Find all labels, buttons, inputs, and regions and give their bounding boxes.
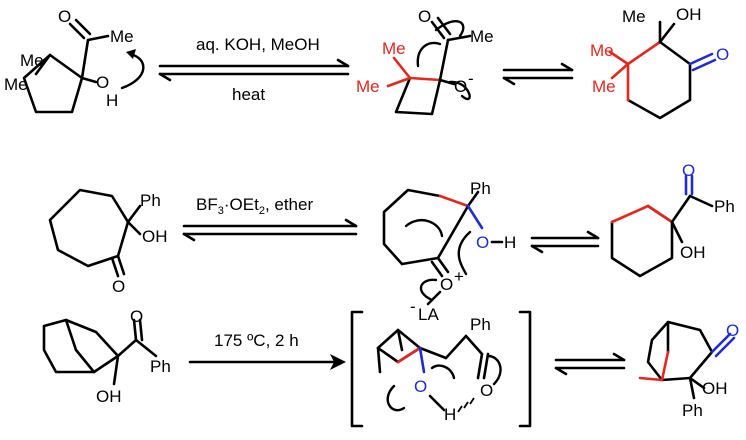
row2-product: O Ph OH — [610, 161, 735, 278]
row1-intermediate-ring — [394, 76, 442, 116]
row3-reactant-ph: Ph — [150, 357, 171, 376]
row2-reactant-ring — [48, 188, 130, 268]
row1-conditions-top: aq. KOH, MeOH — [196, 35, 320, 54]
row3-ts-ph: Ph — [470, 315, 491, 334]
row1-intermediate-curly-arrow-alkoxide — [448, 80, 471, 101]
row1-reactant-curly-arrow — [120, 52, 145, 90]
row3-ts-curly-arrow-2 — [430, 364, 456, 380]
row2-intermediate-o: O — [476, 233, 489, 252]
row3-transition-state: Ph O O H — [350, 310, 532, 428]
row3-reactant-o: O — [130, 307, 143, 326]
row2-intermediate-curly-arrow-2 — [457, 230, 472, 276]
row3-reactant-skeleton — [42, 318, 120, 374]
row3-reactant: O Ph OH — [42, 307, 171, 406]
row3-ts-curly-arrow-3 — [486, 354, 502, 386]
row1-product-me-red-1: Me — [590, 41, 614, 60]
row1-reactant-ring — [22, 53, 84, 114]
row1-intermediate-curly-arrow-migration — [416, 41, 442, 68]
row1-reactant-me-top: Me — [20, 51, 44, 70]
row2-equilibrium-arrow-1: BF3·OEt2, ether — [182, 195, 358, 242]
row1-product-o-carbonyl: O — [716, 45, 729, 64]
row2-conditions: BF3·OEt2, ether — [196, 195, 313, 217]
row3-product: O OH Ph — [638, 320, 739, 420]
row1-intermediate-o-carbonyl: O — [418, 7, 431, 26]
row1-intermediate-me-top: Me — [382, 39, 406, 58]
row2-intermediate-minus: - — [410, 297, 416, 316]
row3-ts-curly-arrow-1 — [386, 384, 406, 412]
row1-intermediate: O Me Me Me O - — [356, 7, 494, 116]
row1-product: Me OH Me Me O — [590, 5, 729, 120]
row2-intermediate-curly-arrow-1 — [404, 219, 444, 238]
row1-reactant-me-bottom: Me — [4, 75, 28, 94]
row3-bracket-right — [518, 310, 532, 428]
row1-reactant-h: H — [106, 91, 118, 110]
row1-reactant-o-carbonyl: O — [58, 7, 71, 26]
row3-product-oh: OH — [702, 379, 728, 398]
row3-product-o: O — [726, 321, 739, 340]
row1-reactant-me-acetyl: Me — [110, 27, 134, 46]
row1-equilibrium-arrow-1: aq. KOH, MeOH heat — [158, 35, 350, 104]
row1-product-me-top: Me — [622, 7, 646, 26]
row2-product-oh: OH — [680, 243, 706, 262]
row2-reactant-oh: OH — [142, 227, 168, 246]
row2-intermediate-plus: + — [454, 267, 464, 286]
row2-intermediate-o-plus: O — [440, 275, 453, 294]
row2-product-o: O — [682, 161, 695, 180]
row1-intermediate-me-bottom: Me — [356, 77, 380, 96]
row2-product-ph: Ph — [714, 197, 735, 216]
row2-intermediate-h: H — [504, 233, 516, 252]
row1-conditions-bottom: heat — [232, 85, 265, 104]
row2-intermediate: Ph O H O + LA - — [382, 179, 516, 324]
row1-equilibrium-arrow-2 — [502, 62, 574, 86]
row2-equilibrium-arrow-2 — [530, 230, 600, 254]
row1-product-me-red-2: Me — [592, 77, 616, 96]
row2-intermediate-ph: Ph — [470, 179, 491, 198]
row2-intermediate-curly-arrow-3 — [419, 278, 438, 302]
row2-reactant-ph: Ph — [140, 191, 161, 210]
row1-product-ring — [626, 40, 692, 120]
row1-product-oh: OH — [676, 5, 702, 24]
row1-reactant-o-hydroxyl: O — [96, 73, 109, 92]
row1-intermediate-me-acetyl: Me — [470, 27, 494, 46]
row2-reactant: Ph OH O — [48, 188, 168, 296]
row1-intermediate-minus: - — [468, 69, 474, 88]
row3-reactant-oh: OH — [96, 387, 122, 406]
row3-reaction-arrow: 175 ºC, 2 h — [188, 331, 346, 370]
row3-bracket-left — [350, 310, 364, 428]
row3-conditions: 175 ºC, 2 h — [214, 331, 299, 350]
row1-reactant: O Me Me Me O H — [4, 7, 145, 114]
row3-product-skeleton — [646, 320, 714, 382]
row3-equilibrium-arrow — [554, 352, 626, 376]
row3-ts-h: H — [444, 405, 456, 424]
row3-ts-o-carbonyl: O — [480, 381, 493, 400]
row1-intermediate-curly-arrow-carbonyl — [434, 19, 465, 38]
row2-intermediate-ring — [382, 188, 442, 266]
row3-product-ph: Ph — [682, 401, 703, 420]
row2-reactant-o: O — [112, 277, 125, 296]
row3-ts-o-hydroxyl: O — [414, 377, 427, 396]
row2-intermediate-la: LA — [418, 305, 439, 324]
